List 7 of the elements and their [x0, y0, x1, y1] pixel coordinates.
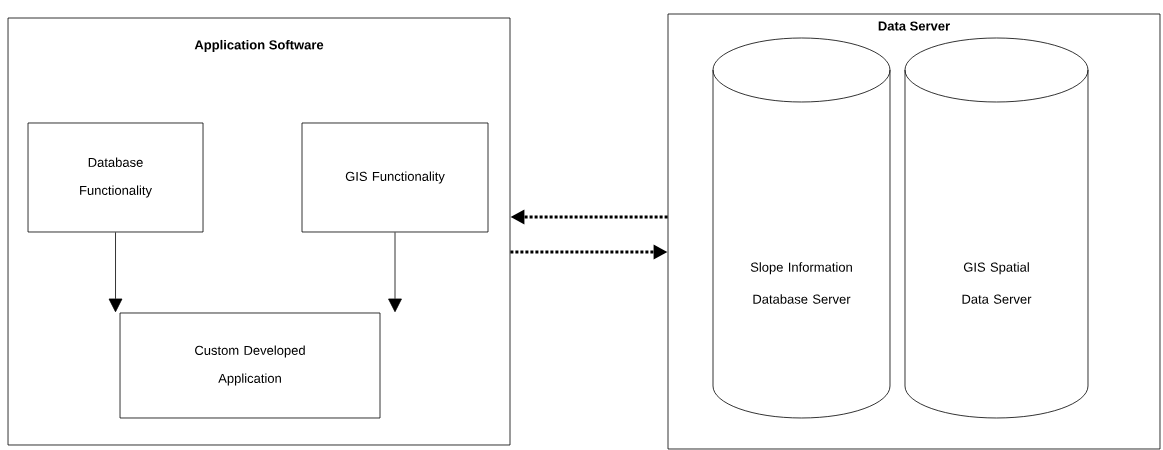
process-box: Database Functionality — [27, 122, 204, 233]
database-cylinder: GIS Spatial Data Server — [904, 37, 1089, 419]
process-box: Custom Developed Application — [119, 312, 381, 419]
arrow — [108, 232, 123, 313]
process-box: GIS Functionality — [301, 122, 489, 233]
arrow — [388, 232, 402, 313]
database-cylinder: Slope Information Database Server — [712, 37, 891, 419]
